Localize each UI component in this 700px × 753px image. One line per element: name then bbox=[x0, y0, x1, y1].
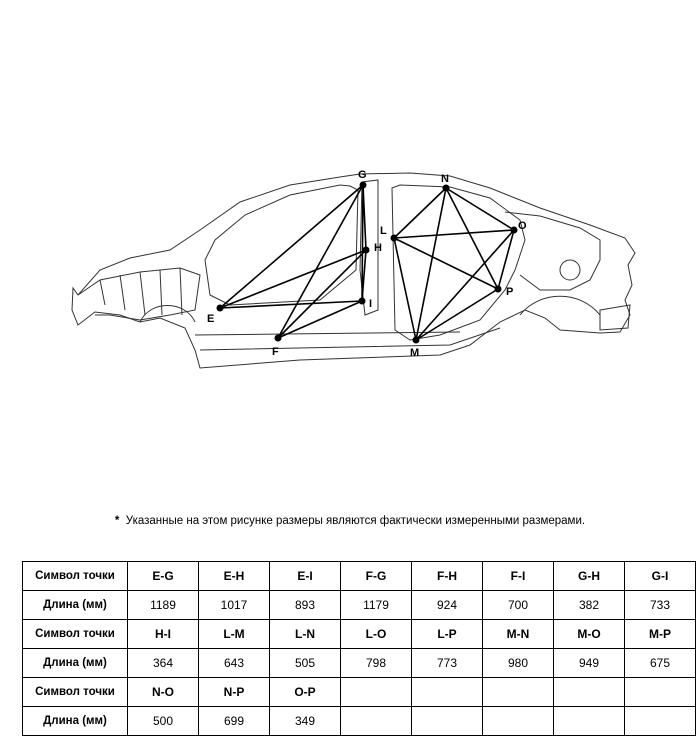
point-f-marker bbox=[274, 334, 282, 342]
length-cell: 700 bbox=[482, 590, 554, 620]
point-label-g: G bbox=[358, 169, 367, 181]
symbol-cell: L-N bbox=[269, 619, 341, 649]
symbol-cell: M-N bbox=[482, 619, 554, 649]
symbol-cell: O-P bbox=[269, 677, 341, 707]
point-label-l: L bbox=[380, 225, 387, 237]
point-label-h: H bbox=[374, 242, 382, 254]
symbol-cell: H-I bbox=[127, 619, 199, 649]
length-cell: 924 bbox=[411, 590, 483, 620]
point-g-marker bbox=[359, 181, 367, 189]
length-cell bbox=[482, 706, 554, 736]
length-cell: 364 bbox=[127, 648, 199, 678]
length-cell: 505 bbox=[269, 648, 341, 678]
point-n-marker bbox=[442, 184, 450, 192]
note-mark: * bbox=[114, 515, 120, 527]
note-text: Указанные на этом рисунке размеры являют… bbox=[125, 515, 586, 527]
symbol-cell: N-O bbox=[127, 677, 199, 707]
point-l-marker bbox=[390, 234, 398, 242]
row-label-length: Длина (мм) bbox=[22, 590, 128, 620]
length-cell: 643 bbox=[198, 648, 270, 678]
symbol-cell bbox=[553, 677, 625, 707]
row-label-symbol: Символ точки bbox=[22, 619, 128, 649]
length-cell: 349 bbox=[269, 706, 341, 736]
point-i-marker bbox=[358, 297, 366, 305]
point-label-p: P bbox=[506, 286, 513, 298]
table-row-lengths: Длина (мм) 500 699 349 bbox=[22, 706, 696, 736]
symbol-cell: E-G bbox=[127, 561, 199, 591]
length-cell: 699 bbox=[198, 706, 270, 736]
symbol-cell: F-I bbox=[482, 561, 554, 591]
symbol-cell: N-P bbox=[198, 677, 270, 707]
dimension-table: Символ точки E-G E-H E-I F-G F-H F-I G-H… bbox=[22, 561, 696, 736]
length-cell: 382 bbox=[553, 590, 625, 620]
row-label-symbol: Символ точки bbox=[22, 561, 128, 591]
symbol-cell: E-H bbox=[198, 561, 270, 591]
table-row-symbols: Символ точки N-O N-P O-P bbox=[22, 677, 696, 707]
length-cell bbox=[624, 706, 696, 736]
point-label-f: F bbox=[272, 346, 279, 358]
measurement-lines bbox=[219, 184, 515, 341]
symbol-cell: E-I bbox=[269, 561, 341, 591]
measurement-note: * Указанные на этом рисунке размеры явля… bbox=[0, 515, 700, 527]
table-row-lengths: Длина (мм) 364 643 505 798 773 980 949 6… bbox=[22, 648, 696, 678]
point-o-marker bbox=[510, 226, 518, 234]
length-cell bbox=[553, 706, 625, 736]
symbol-cell: L-M bbox=[198, 619, 270, 649]
point-label-i: I bbox=[369, 298, 372, 310]
point-p-marker bbox=[494, 285, 502, 293]
point-h-marker bbox=[362, 246, 370, 254]
symbol-cell: G-H bbox=[553, 561, 625, 591]
point-label-n: N bbox=[441, 173, 449, 185]
symbol-cell bbox=[340, 677, 412, 707]
row-label-symbol: Символ точки bbox=[22, 677, 128, 707]
table-row-lengths: Длина (мм) 1189 1017 893 1179 924 700 38… bbox=[22, 590, 696, 620]
length-cell bbox=[340, 706, 412, 736]
length-cell: 1017 bbox=[198, 590, 270, 620]
length-cell: 798 bbox=[340, 648, 412, 678]
symbol-cell: G-I bbox=[624, 561, 696, 591]
symbol-cell: F-G bbox=[340, 561, 412, 591]
symbol-cell bbox=[411, 677, 483, 707]
point-e-marker bbox=[216, 304, 224, 312]
symbol-cell: M-P bbox=[624, 619, 696, 649]
symbol-cell: F-H bbox=[411, 561, 483, 591]
table-row-symbols: Символ точки E-G E-H E-I F-G F-H F-I G-H… bbox=[22, 561, 696, 591]
length-cell: 675 bbox=[624, 648, 696, 678]
row-label-length: Длина (мм) bbox=[22, 648, 128, 678]
car-body-outline bbox=[71, 172, 636, 369]
symbol-cell: M-O bbox=[553, 619, 625, 649]
car-body-side-diagram: E F G H I L M N O P bbox=[71, 169, 636, 369]
row-label-length: Длина (мм) bbox=[22, 706, 128, 736]
length-cell bbox=[411, 706, 483, 736]
symbol-cell bbox=[482, 677, 554, 707]
point-labels: E F G H I L M N O P bbox=[207, 169, 527, 359]
length-cell: 949 bbox=[553, 648, 625, 678]
symbol-cell: L-O bbox=[340, 619, 412, 649]
length-cell: 773 bbox=[411, 648, 483, 678]
length-cell: 1179 bbox=[340, 590, 412, 620]
symbol-cell bbox=[624, 677, 696, 707]
length-cell: 1189 bbox=[127, 590, 199, 620]
length-cell: 733 bbox=[624, 590, 696, 620]
point-label-o: O bbox=[518, 220, 527, 232]
length-cell: 500 bbox=[127, 706, 199, 736]
point-m-marker bbox=[412, 336, 420, 344]
symbol-cell: L-P bbox=[411, 619, 483, 649]
table-row-symbols: Символ точки H-I L-M L-N L-O L-P M-N M-O… bbox=[22, 619, 696, 649]
point-label-m: M bbox=[410, 347, 419, 359]
length-cell: 893 bbox=[269, 590, 341, 620]
point-label-e: E bbox=[207, 313, 214, 325]
length-cell: 980 bbox=[482, 648, 554, 678]
measurement-points bbox=[216, 181, 518, 344]
